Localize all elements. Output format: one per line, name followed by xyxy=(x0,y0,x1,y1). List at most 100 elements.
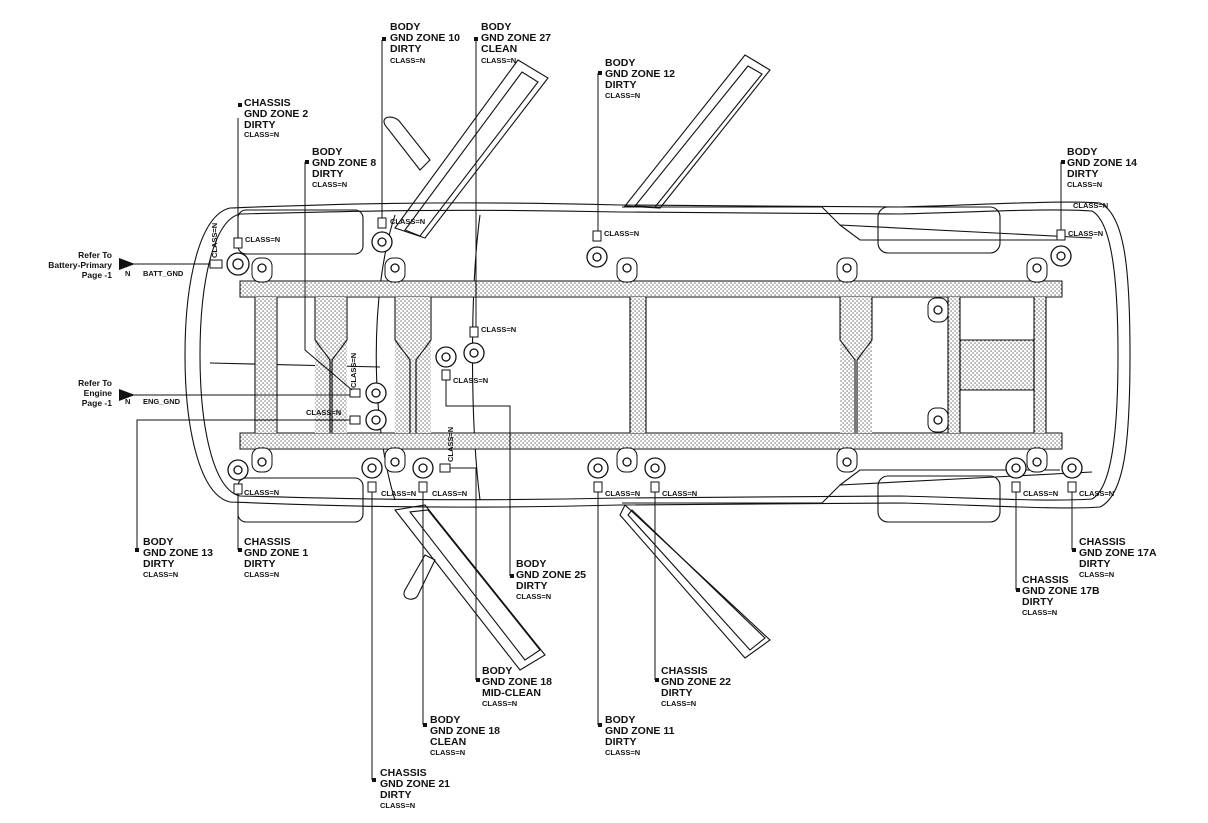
class-label-vert: CLASS=N xyxy=(210,223,219,258)
svg-text:DIRTY: DIRTY xyxy=(1079,558,1111,570)
svg-text:CLASS=N: CLASS=N xyxy=(244,130,279,139)
svg-text:DIRTY: DIRTY xyxy=(1067,168,1099,180)
svg-text:BODY: BODY xyxy=(430,714,460,726)
svg-text:GND ZONE 21: GND ZONE 21 xyxy=(380,778,450,790)
ground-label-body-18-mid: BODY GND ZONE 18 MID-CLEAN CLASS=N xyxy=(476,665,552,708)
svg-text:BODY: BODY xyxy=(516,558,546,570)
svg-text:CLASS=N: CLASS=N xyxy=(306,408,341,417)
svg-text:GND ZONE 2: GND ZONE 2 xyxy=(244,108,308,120)
svg-text:CLASS=N: CLASS=N xyxy=(1067,180,1102,189)
ground-label-chassis-21: CHASSIS GND ZONE 21 DIRTY CLASS=N xyxy=(372,767,450,810)
svg-text:GND ZONE 27: GND ZONE 27 xyxy=(481,32,551,44)
ground-label-chassis-22: CHASSIS GND ZONE 22 DIRTY CLASS=N xyxy=(655,665,731,708)
vehicle-body-outline xyxy=(184,201,1131,523)
ground-label-body-11: BODY GND ZONE 11 DIRTY CLASS=N xyxy=(598,714,675,757)
svg-text:CLASS=N: CLASS=N xyxy=(244,488,279,497)
svg-text:CLASS=N: CLASS=N xyxy=(432,489,467,498)
svg-text:CHASSIS: CHASSIS xyxy=(244,97,291,109)
svg-text:BODY: BODY xyxy=(312,146,342,158)
svg-text:CLASS=N: CLASS=N xyxy=(244,570,279,579)
reference-engine: Refer To Engine Page -1 N ENG_GND xyxy=(78,378,350,408)
class-label: CLASS=N xyxy=(245,235,280,244)
svg-text:CLASS=N: CLASS=N xyxy=(380,801,415,810)
svg-text:CLASS=N: CLASS=N xyxy=(1022,608,1057,617)
svg-text:GND ZONE 17A: GND ZONE 17A xyxy=(1079,547,1157,559)
svg-text:DIRTY: DIRTY xyxy=(516,580,548,592)
svg-text:DIRTY: DIRTY xyxy=(605,79,637,91)
ref-battery-line1: Refer To xyxy=(78,250,112,260)
svg-text:CLASS=N: CLASS=N xyxy=(446,427,455,462)
svg-text:DIRTY: DIRTY xyxy=(605,736,637,748)
svg-text:GND ZONE 13: GND ZONE 13 xyxy=(143,547,213,559)
svg-text:CLASS=N: CLASS=N xyxy=(1073,201,1108,210)
svg-text:DIRTY: DIRTY xyxy=(312,168,344,180)
ground-label-chassis-17a: CHASSIS GND ZONE 17A DIRTY CLASS=N xyxy=(1072,536,1157,579)
svg-text:GND ZONE 22: GND ZONE 22 xyxy=(661,676,731,688)
svg-text:GND ZONE 25: GND ZONE 25 xyxy=(516,569,586,581)
svg-text:CLASS=N: CLASS=N xyxy=(1079,570,1114,579)
svg-text:CHASSIS: CHASSIS xyxy=(1022,574,1069,586)
svg-text:DIRTY: DIRTY xyxy=(380,789,412,801)
svg-text:DIRTY: DIRTY xyxy=(244,119,276,131)
svg-text:DIRTY: DIRTY xyxy=(244,558,276,570)
ref-engine-line2: Engine xyxy=(84,388,113,398)
svg-text:CLASS=N: CLASS=N xyxy=(1023,489,1058,498)
ref-battery-line2: Battery-Primary xyxy=(48,260,112,270)
svg-text:GND ZONE 10: GND ZONE 10 xyxy=(390,32,460,44)
svg-text:DIRTY: DIRTY xyxy=(143,558,175,570)
svg-text:CLASS=N: CLASS=N xyxy=(430,748,465,757)
ref-battery-line3: Page -1 xyxy=(82,270,113,280)
svg-text:GND ZONE 18: GND ZONE 18 xyxy=(430,725,500,737)
svg-text:CLASS=N: CLASS=N xyxy=(453,376,488,385)
ref-engine-wire: ENG_GND xyxy=(143,397,181,406)
svg-text:CHASSIS: CHASSIS xyxy=(661,665,708,677)
svg-text:CLASS=N: CLASS=N xyxy=(481,56,516,65)
ground-label-body-10: BODY GND ZONE 10 DIRTY CLASS=N xyxy=(382,21,460,65)
svg-text:CLASS=N: CLASS=N xyxy=(1079,489,1114,498)
ref-engine-line1: Refer To xyxy=(78,378,112,388)
svg-text:BODY: BODY xyxy=(1067,146,1097,158)
svg-text:GND ZONE 14: GND ZONE 14 xyxy=(1067,157,1137,169)
svg-text:CLASS=N: CLASS=N xyxy=(481,325,516,334)
svg-text:GND ZONE 12: GND ZONE 12 xyxy=(605,68,675,80)
svg-text:CLASS=N: CLASS=N xyxy=(482,699,517,708)
svg-text:MID-CLEAN: MID-CLEAN xyxy=(482,687,541,699)
svg-text:CLASS=N: CLASS=N xyxy=(605,748,640,757)
svg-text:CLASS=N: CLASS=N xyxy=(605,91,640,100)
ground-label-chassis-2: CHASSIS GND ZONE 2 DIRTY CLASS=N xyxy=(238,97,308,139)
ref-battery-wire: BATT_GND xyxy=(143,269,184,278)
svg-text:BODY: BODY xyxy=(605,57,635,69)
svg-text:CLASS=N: CLASS=N xyxy=(516,592,551,601)
svg-text:CLEAN: CLEAN xyxy=(430,736,466,748)
open-doors xyxy=(383,54,771,671)
svg-text:CHASSIS: CHASSIS xyxy=(380,767,427,779)
svg-text:GND ZONE 8: GND ZONE 8 xyxy=(312,157,376,169)
svg-text:BODY: BODY xyxy=(481,21,511,33)
ground-label-body-12: BODY GND ZONE 12 DIRTY CLASS=N xyxy=(598,57,675,100)
svg-text:CLASS=N: CLASS=N xyxy=(662,489,697,498)
svg-text:CLASS=N: CLASS=N xyxy=(312,180,347,189)
ref-engine-line3: Page -1 xyxy=(82,398,113,408)
svg-text:CLASS=N: CLASS=N xyxy=(390,217,425,226)
chassis-frame xyxy=(239,257,1063,473)
ground-label-body-25: BODY GND ZONE 25 DIRTY CLASS=N xyxy=(510,558,586,601)
leader-wires xyxy=(136,40,1073,780)
reference-battery: Refer To Battery-Primary Page -1 N BATT_… xyxy=(48,250,210,280)
svg-text:BODY: BODY xyxy=(605,714,635,726)
ground-label-body-18: BODY GND ZONE 18 CLEAN CLASS=N xyxy=(423,714,500,757)
svg-text:DIRTY: DIRTY xyxy=(390,43,422,55)
svg-text:CLASS=N: CLASS=N xyxy=(143,570,178,579)
svg-text:DIRTY: DIRTY xyxy=(1022,596,1054,608)
svg-text:CLASS=N: CLASS=N xyxy=(605,489,640,498)
svg-text:CLASS=N: CLASS=N xyxy=(1068,229,1103,238)
ref-engine-pin: N xyxy=(125,397,130,406)
svg-text:CLASS=N: CLASS=N xyxy=(390,56,425,65)
ground-label-body-27: BODY GND ZONE 27 CLEAN CLASS=N xyxy=(474,21,551,65)
svg-text:CHASSIS: CHASSIS xyxy=(1079,536,1126,548)
ground-label-body-8: BODY GND ZONE 8 DIRTY CLASS=N xyxy=(305,146,376,189)
svg-text:BODY: BODY xyxy=(390,21,420,33)
svg-text:GND ZONE 11: GND ZONE 11 xyxy=(605,725,675,737)
svg-text:CLASS=N: CLASS=N xyxy=(604,229,639,238)
svg-text:GND ZONE 1: GND ZONE 1 xyxy=(244,547,308,559)
